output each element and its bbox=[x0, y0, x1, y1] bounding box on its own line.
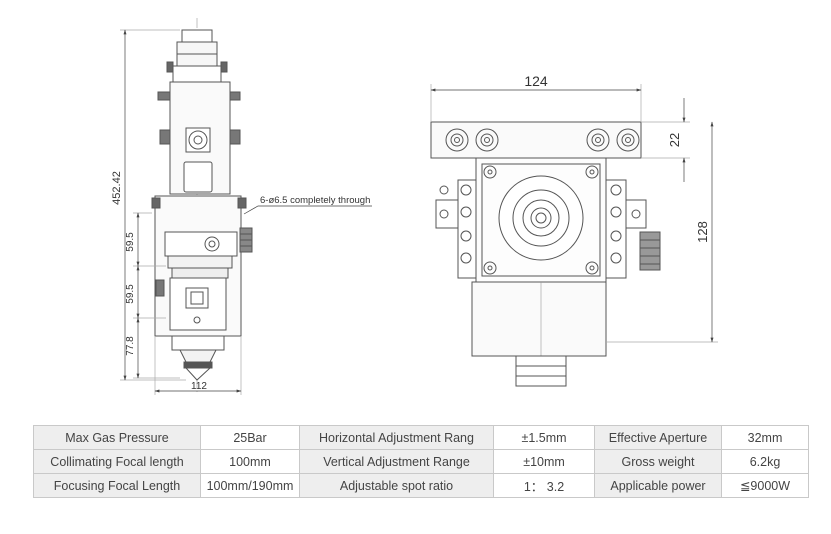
top-view-dimensions bbox=[430, 84, 718, 343]
technical-drawing: 452.42 59.5 59.5 77.8 112 6-ø6.5 complet… bbox=[111, 18, 718, 395]
spec-value: 25Bar bbox=[200, 425, 300, 450]
dim-bottom-width: 112 bbox=[191, 381, 207, 392]
spec-label: Adjustable spot ratio bbox=[299, 473, 494, 498]
table-row: Collimating Focal length 100mm Vertical … bbox=[33, 449, 809, 474]
spec-value: ±1.5mm bbox=[493, 425, 595, 450]
spec-table: Max Gas Pressure 25Bar Horizontal Adjust… bbox=[33, 425, 809, 498]
dim-flange-height: 22 bbox=[667, 133, 682, 147]
spec-label: Collimating Focal length bbox=[33, 449, 201, 474]
dim-total-height: 452.42 bbox=[111, 171, 123, 205]
spec-value: 100mm/190mm bbox=[200, 473, 300, 498]
table-row: Focusing Focal Length 100mm/190mm Adjust… bbox=[33, 473, 809, 498]
spec-value: 100mm bbox=[200, 449, 300, 474]
hole-callout: 6-ø6.5 completely through bbox=[260, 195, 370, 206]
table-row: Max Gas Pressure 25Bar Horizontal Adjust… bbox=[33, 425, 809, 450]
spec-label: Effective Aperture bbox=[594, 425, 722, 450]
side-view-drawing bbox=[151, 18, 253, 392]
spec-label: Vertical Adjustment Range bbox=[299, 449, 494, 474]
dim-lower-spacing: 77.8 bbox=[125, 336, 136, 356]
spec-value: ±10mm bbox=[493, 449, 595, 474]
spec-value: ≦9000W bbox=[721, 473, 809, 498]
spec-value: 32mm bbox=[721, 425, 809, 450]
spec-value: 1： 3.2 bbox=[493, 473, 595, 498]
spec-label: Applicable power bbox=[594, 473, 722, 498]
spec-label: Gross weight bbox=[594, 449, 722, 474]
side-view-dimensions bbox=[120, 29, 372, 395]
dim-middle-spacing: 59.5 bbox=[125, 284, 136, 304]
top-view-drawing bbox=[430, 121, 661, 387]
spec-label: Focusing Focal Length bbox=[33, 473, 201, 498]
spec-label: Max Gas Pressure bbox=[33, 425, 201, 450]
spec-value: 6.2kg bbox=[721, 449, 809, 474]
dim-body-height: 128 bbox=[695, 221, 710, 243]
dim-upper-spacing: 59.5 bbox=[125, 232, 136, 252]
dim-top-width: 124 bbox=[524, 73, 548, 89]
spec-label: Horizontal Adjustment Rang bbox=[299, 425, 494, 450]
